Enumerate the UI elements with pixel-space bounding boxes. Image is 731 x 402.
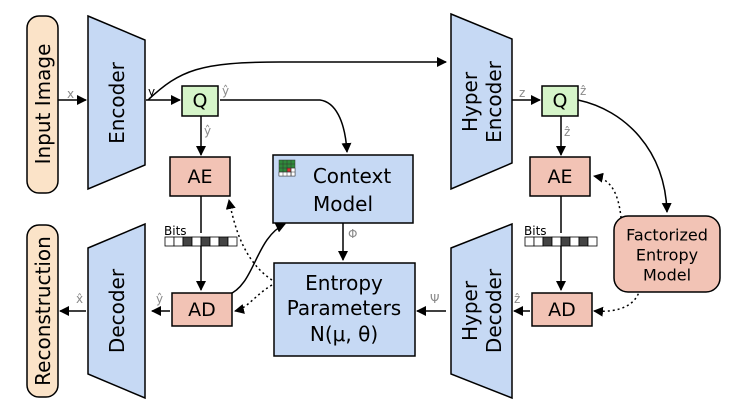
context-model-label-1: Context — [313, 164, 392, 188]
ad-hyper: AD — [531, 292, 593, 327]
encoder-block: Encoder — [87, 14, 146, 191]
ae-main-label: AE — [187, 166, 212, 188]
hyper-decoder-label-1: Hyper — [458, 280, 482, 341]
arrow-ad-to-context — [227, 223, 286, 296]
quantizer-hyper-label: Q — [553, 90, 568, 112]
context-model-label-2: Model — [313, 192, 373, 216]
ad-hyper-label: AD — [548, 299, 576, 321]
quantizer-main-label: Q — [193, 90, 208, 112]
hyper-encoder-label-1: Hyper — [458, 71, 482, 132]
dotted-entropy-to-ad — [234, 284, 273, 314]
input-image-label: Input Image — [31, 44, 55, 165]
label-zhat-q: ẑ — [580, 84, 586, 98]
context-model-box: Context Model — [272, 154, 414, 224]
label-yhat-ae: ŷ — [204, 124, 211, 138]
label-z: z — [519, 86, 525, 100]
arrow-zhat-to-factorized — [577, 99, 672, 213]
hyper-decoder-block: Hyper Decoder — [450, 222, 513, 400]
label-yhat-q: ŷ — [222, 84, 229, 98]
label-bits-main: Bits — [164, 224, 187, 238]
entropy-parameters-label-3: N(μ, θ) — [310, 322, 378, 346]
edge-labels: x y ŷ ŷ Bits ŷ x̂ Φ Ψ z ẑ ẑ Bits ẑ — [67, 84, 586, 306]
grid-icon — [278, 159, 296, 177]
label-xhat: x̂ — [76, 292, 83, 306]
quantizer-main: Q — [181, 85, 219, 117]
quantizer-hyper: Q — [541, 85, 579, 117]
arrow-y-to-hyper-encoder — [147, 57, 447, 101]
encoder-label: Encoder — [105, 61, 129, 144]
ae-hyper-label: AE — [547, 166, 572, 188]
decoder-label: Decoder — [105, 268, 129, 353]
factorized-entropy-label-2: Entropy — [636, 246, 698, 265]
ae-hyper: AE — [529, 156, 591, 197]
ad-main: AD — [171, 292, 233, 327]
input-image-box: Input Image — [26, 15, 59, 194]
factorized-entropy-label-3: Model — [643, 266, 691, 285]
arrow-yhat-to-context — [220, 99, 352, 153]
ae-main: AE — [169, 156, 231, 197]
hyper-encoder-block: Hyper Encoder — [450, 12, 513, 191]
factorized-entropy-box: Factorized Entropy Model — [613, 215, 721, 293]
reconstruction-label: Reconstruction — [31, 236, 55, 386]
entropy-parameters-label-2: Parameters — [287, 296, 401, 320]
hyper-decoder-label-2: Decoder — [482, 268, 506, 353]
label-x: x — [67, 87, 74, 101]
entropy-parameters-label-1: Entropy — [305, 271, 383, 295]
label-phi: Φ — [348, 227, 357, 241]
label-zhat-ad: ẑ — [514, 292, 520, 306]
bits-strip-main — [164, 236, 238, 247]
ad-main-label: AD — [188, 299, 216, 321]
reconstruction-box: Reconstruction — [26, 224, 59, 398]
label-zhat-ae: ẑ — [564, 125, 570, 139]
decoder-block: Decoder — [87, 222, 146, 400]
label-yhat-ad: ŷ — [156, 292, 163, 306]
label-psi: Ψ — [430, 292, 439, 306]
label-y: y — [148, 85, 155, 99]
entropy-parameters-box: Entropy Parameters N(μ, θ) — [273, 262, 416, 357]
hyper-encoder-label-2: Encoder — [482, 60, 506, 143]
connectors — [58, 57, 672, 316]
factorized-entropy-label-1: Factorized — [626, 226, 708, 245]
bits-strip-hyper — [524, 236, 598, 247]
dotted-entropy-to-ae — [225, 199, 273, 281]
dotted-factorized-to-ae — [593, 172, 623, 229]
dotted-connectors — [225, 172, 641, 317]
label-bits-hyper: Bits — [524, 224, 547, 238]
